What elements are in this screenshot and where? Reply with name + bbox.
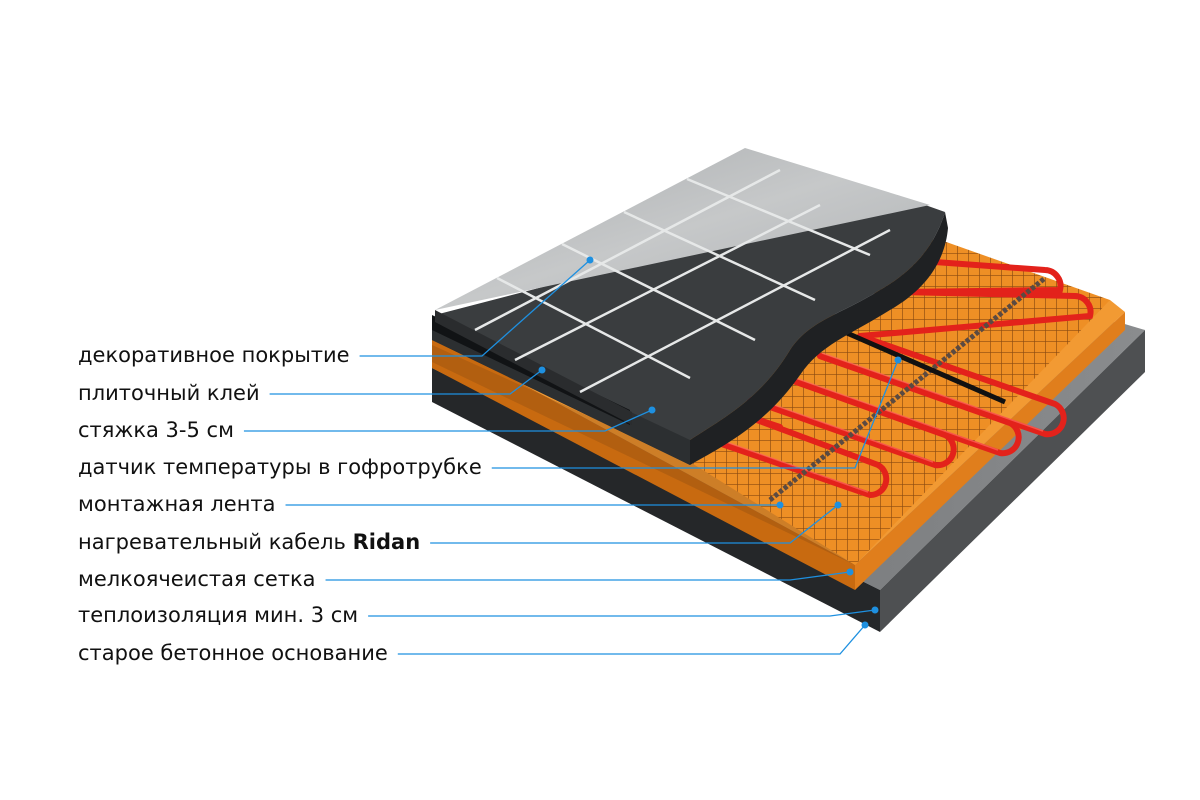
leader-dot	[894, 356, 902, 364]
heating-cable	[707, 259, 1094, 499]
leader-lines	[243, 259, 899, 655]
label-heating-cable-text: нагревательный кабель	[78, 530, 346, 554]
leader-dot	[648, 406, 656, 414]
label-insulation: теплоизоляция мин. 3 см	[78, 603, 358, 627]
label-tile-adhesive: плиточный клей	[78, 381, 260, 405]
temperature-sensor	[839, 327, 1006, 405]
label-fine-mesh: мелкоячеистая сетка	[78, 567, 316, 591]
leader-dot	[776, 501, 784, 509]
leader-line	[359, 259, 591, 357]
leader-line	[368, 609, 876, 617]
leader-dot	[586, 256, 594, 264]
label-temperature-sensor: датчик температуры в гофротрубке	[78, 455, 482, 479]
labels: декоративное покрытие плиточный клей стя…	[78, 343, 482, 665]
brand-name: Ridan	[353, 530, 421, 554]
leader-line	[397, 624, 866, 655]
tile-covering-layer	[435, 148, 930, 425]
leader-dot	[861, 621, 869, 629]
leader-dot	[871, 606, 879, 614]
leader-line	[243, 409, 653, 432]
label-heating-cable: нагревательный кабель Ridan	[78, 530, 420, 554]
label-concrete-base: старое бетонное основание	[78, 641, 388, 665]
label-screed: стяжка 3-5 см	[78, 418, 234, 442]
leader-dot	[834, 501, 842, 509]
mesh-layer	[432, 238, 1110, 565]
cable-highlights	[711, 352, 1044, 493]
leader-line	[430, 504, 839, 544]
leader-line	[325, 571, 851, 581]
leader-dot	[538, 366, 546, 374]
leader-dots	[538, 256, 902, 629]
label-mounting-tape: монтажная лента	[78, 492, 276, 516]
leader-dot	[846, 568, 854, 576]
tile-grout-lines	[474, 168, 891, 394]
leader-line	[269, 369, 543, 395]
leader-line	[491, 359, 899, 469]
label-decorative-covering: декоративное покрытие	[78, 343, 350, 367]
mounting-tape	[768, 276, 1047, 502]
